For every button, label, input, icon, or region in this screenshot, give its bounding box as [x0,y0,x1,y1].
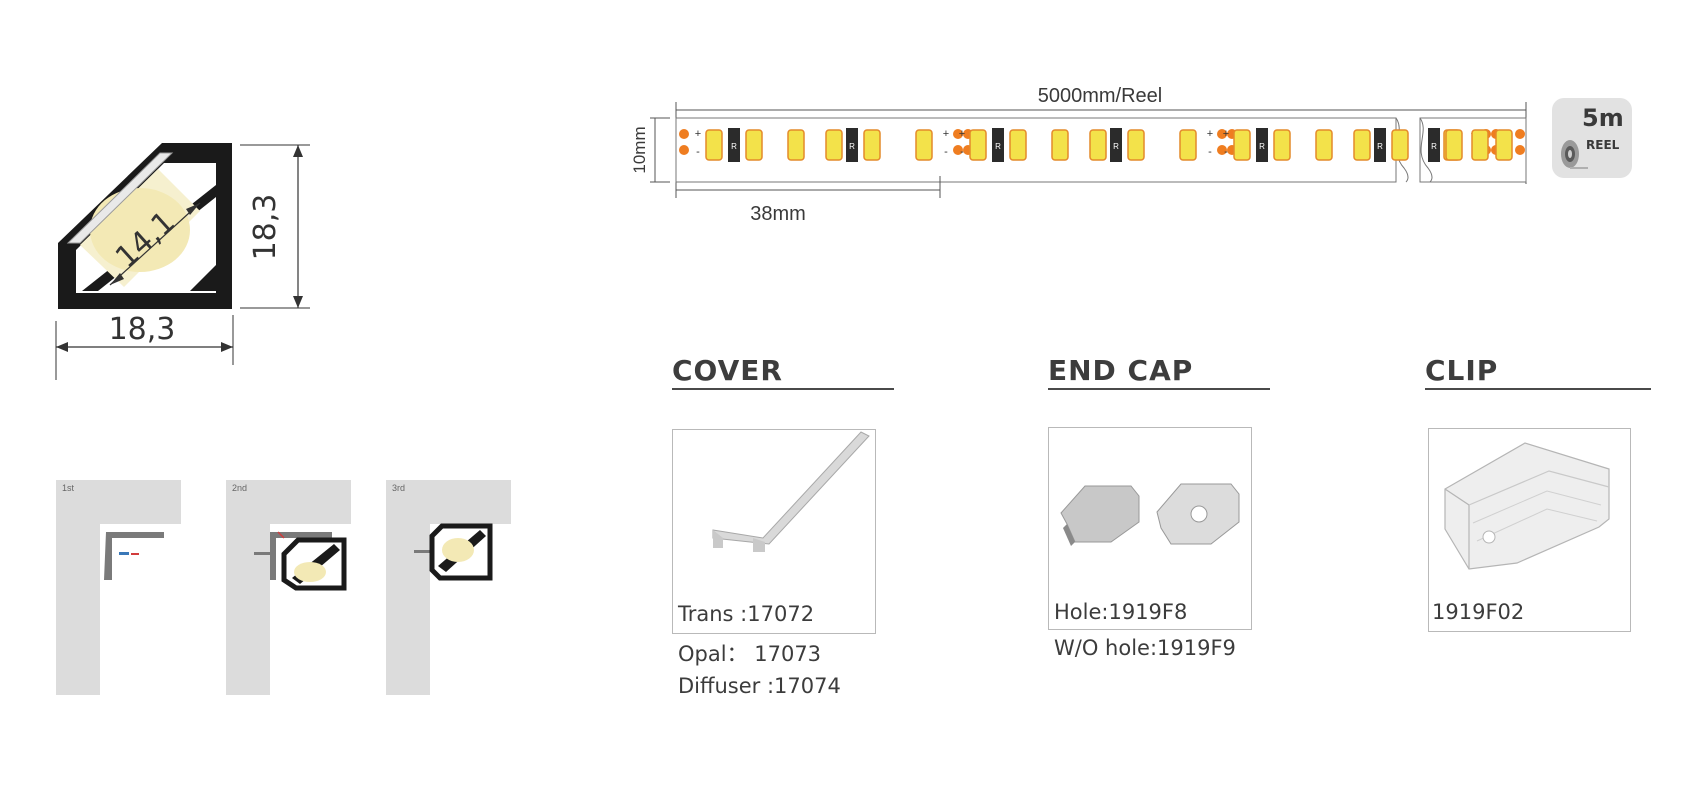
reel-length: 5m [1582,104,1624,132]
cover-item-trans: Trans :17072 [678,602,815,626]
plus-sign: + [1223,128,1229,140]
led-chip [969,129,987,161]
strip-cut-label: 38mm [750,203,806,225]
led-chip [787,129,805,161]
cover-item-opal: Opal： 17073 [678,642,822,666]
led-chip [1179,129,1197,161]
solder-pad [679,145,689,155]
led-chip [1009,129,1027,161]
install-steps: 1st 2nd 3rd [56,480,516,695]
led-chip [1233,129,1251,161]
resistor [846,128,858,162]
resistor-mark: R [1113,142,1119,151]
resistor [1428,128,1440,162]
led-chip [825,129,843,161]
led-strip-svg: +-RR+-+-RR+-+-RR+-R 5000mm/Reel 10mm 38m… [630,85,1527,225]
resistor-mark: R [849,142,855,151]
install-step-1 [56,480,181,695]
clip-title: CLIP [1425,354,1499,387]
resistor-mark: R [1431,142,1437,151]
minus-sign: - [960,146,964,158]
cover-item-diffuser: Diffuser :17074 [678,674,841,698]
clip-item-code: 1919F02 [1432,600,1525,624]
clip-image [1444,442,1610,570]
minus-sign: - [1208,146,1212,158]
install-step-3-label: 3rd [392,483,406,493]
plus-sign: + [695,128,701,140]
plus-sign: + [1207,128,1213,140]
cover-title: COVER [672,354,783,387]
reel-badge: 5m REEL [1552,98,1632,178]
end-cap-image-box [1048,427,1252,630]
solder-pad [679,129,689,139]
install-step-3 [386,480,511,695]
led-strip-diagram: +-RR+-+-RR+-+-RR+-R 5000mm/Reel 10mm 38m… [620,80,1540,230]
led-chip [1471,129,1489,161]
cover-image-box [672,429,876,634]
led-chip [1315,129,1333,161]
minus-sign: - [696,146,700,158]
clip-underline [1425,388,1651,390]
minus-sign: - [1224,146,1228,158]
resistor [1110,128,1122,162]
end-cap-item-wo-hole: W/O hole:1919F9 [1054,636,1236,660]
led-chip [1127,129,1145,161]
strip-height-label: 10mm [630,126,649,173]
resistor-mark: R [995,142,1001,151]
reel-icon [1561,140,1588,169]
led-chip [1391,129,1409,161]
resistor-mark: R [1377,142,1383,151]
led-chip [863,129,881,161]
led-chip [915,129,933,161]
resistor-mark: R [731,142,737,151]
led-chip [1495,129,1513,161]
width-dim-label: 18,3 [109,312,176,347]
end-cap-image [1060,483,1240,546]
led-chip [1089,129,1107,161]
solder-pad [953,145,963,155]
install-step-2 [226,480,351,695]
resistor [1374,128,1386,162]
cover-diffuser-image [712,431,870,552]
cover-underline [672,388,894,390]
minus-sign: - [944,146,948,158]
led-chip [1273,129,1291,161]
resistor-mark: R [1259,142,1265,151]
end-cap-underline [1048,388,1270,390]
solder-pad [1515,129,1525,139]
clip-image-box [1428,428,1631,632]
resistor [728,128,740,162]
profile-cross-section: 14,1 18,3 18,3 [55,143,310,380]
height-dim-label: 18,3 [248,194,283,261]
solder-pad [1515,145,1525,155]
plus-sign: + [959,128,965,140]
solder-pad [1217,145,1227,155]
led-chip [1445,129,1463,161]
led-chip [1353,129,1371,161]
strip-length-label: 5000mm/Reel [1038,85,1163,107]
solder-pad [953,129,963,139]
reel-label: REEL [1586,138,1620,152]
led-chip [1051,129,1069,161]
end-cap-title: END CAP [1048,354,1194,387]
end-cap-item-hole: Hole:1919F8 [1054,600,1188,624]
install-step-1-label: 1st [62,483,75,493]
led-chip [745,129,763,161]
solder-pad [1217,129,1227,139]
led-chip [705,129,723,161]
install-step-2-label: 2nd [232,483,248,493]
resistor [1256,128,1268,162]
resistor [992,128,1004,162]
plus-sign: + [943,128,949,140]
